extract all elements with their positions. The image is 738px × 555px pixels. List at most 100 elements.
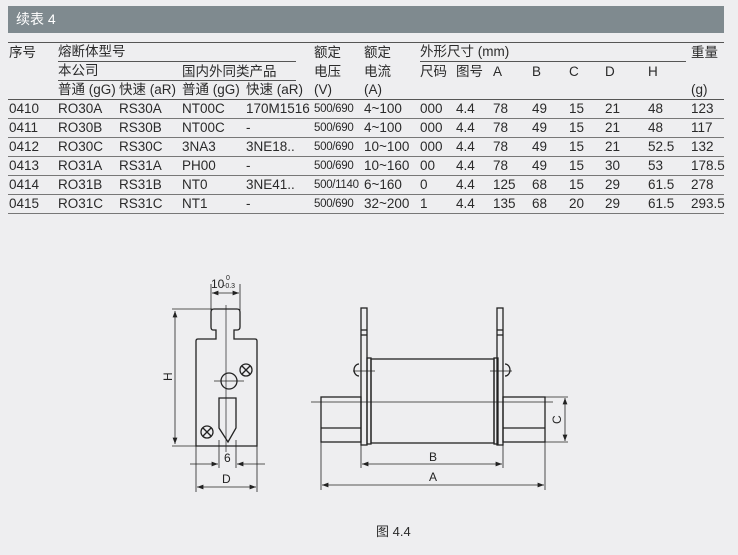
header-domestic: 国内外同类产品 [182,64,277,79]
screw-icon [239,363,253,377]
table-cell: 000 [419,118,455,138]
label-c: C [550,415,564,424]
header-weight: 重量 [691,45,719,60]
header-model: 熔断体型号 [57,43,313,62]
header-rated-current: 额定 [364,45,391,60]
table-cell: 125 [492,175,531,195]
table-cell: 52.5 [647,137,691,157]
header-current: 电流 [364,64,391,79]
label-b: B [429,450,437,464]
table-cell: 117 [690,118,725,138]
table-cell: 500/690 [313,156,363,176]
blank-cell [455,81,492,100]
label-a: A [429,470,437,484]
header-weight-unit: (g) [690,81,725,100]
table-cell: RS31B [118,175,181,195]
table-cell: 000 [419,137,455,157]
table-cell: 20 [568,194,604,214]
table-cell: 3NA3 [181,137,245,157]
table-cell: 4~100 [363,118,419,138]
table-cell: - [245,118,313,138]
blade-slot [218,397,237,444]
table-cell: 0411 [8,118,57,138]
table-cell: 61.5 [647,194,691,214]
header-company-normal: 普通 (gG) [57,81,118,100]
table-cell: PH00 [181,156,245,176]
header-a: A [493,64,503,79]
table-cell: RO31A [57,156,118,176]
table-cell: RO30B [57,118,118,138]
table-cell: 178.5 [690,156,725,176]
blank-cell [419,81,455,100]
table-cell: 10~100 [363,137,419,157]
table-cell: 6~160 [363,175,419,195]
table-cell: RS30A [118,99,181,119]
header-dims-label: 外形尺寸 (mm) [420,43,686,62]
table-cell: 32~200 [363,194,419,214]
header-seq: 序号 [9,45,36,60]
fuse-spec-table: 序号 熔断体型号 额定 额定 外形尺寸 (mm) 重量 本公司 国内外同类产品 … [8,42,725,214]
table-cell: RO30A [57,99,118,119]
table-cell: 500/1140 [313,175,363,195]
table-cell: RS30B [118,118,181,138]
front-view [172,284,265,492]
table-cell: 0 [419,175,455,195]
table-cell: 4.4 [455,99,492,119]
table-cell: 1 [419,194,455,214]
table-cell: 15 [568,175,604,195]
table-cell: 15 [568,99,604,119]
table-cell: 135 [492,194,531,214]
section-title: 续表 4 [16,11,56,27]
figure-caption: 图 4.4 [376,524,411,539]
header-size: 尺码 [420,64,447,79]
blank-cell [8,81,57,100]
table-cell: 3NE18.. [245,137,313,157]
table-cell: 29 [604,175,647,195]
header-voltage-unit: (V) [313,81,363,100]
fuse-body [370,358,495,444]
table-cell: RS30C [118,137,181,157]
table-cell: 500/690 [313,194,363,214]
table-cell: 21 [604,99,647,119]
header-domestic-fast: 快速 (aR) [245,81,313,100]
table-cell: 53 [647,156,691,176]
blank-cell [531,81,568,100]
tol-upper: 0 [226,275,230,282]
table-cell: RO30C [57,137,118,157]
table-cell: NT00C [181,118,245,138]
table-cell: 3NE41.. [245,175,313,195]
table-cell: 132 [690,137,725,157]
header-model-label: 熔断体型号 [58,43,296,62]
section-title-bar: 续表 4 [8,6,724,33]
table-cell: 48 [647,118,691,138]
header-voltage: 电压 [314,64,341,79]
blank-cell [604,81,647,100]
table-cell: 4.4 [455,118,492,138]
header-b: B [532,64,542,79]
table-cell: 278 [690,175,725,195]
table-cell: 0414 [8,175,57,195]
header-h: H [648,64,658,79]
header-fig: 图号 [456,64,483,79]
table-cell: 4~100 [363,99,419,119]
label-h: H [161,372,175,381]
table-cell: 49 [531,99,568,119]
screw-icon [200,425,214,439]
header-d: D [605,64,615,79]
blank-cell [492,81,531,100]
table-cell: 500/690 [313,118,363,138]
table-cell: 10~160 [363,156,419,176]
tol-main: 10 [211,277,225,291]
table-cell: 49 [531,156,568,176]
tol-lower: -0.3 [223,283,235,290]
screw-icon [353,363,360,377]
table-cell: RS31A [118,156,181,176]
table-cell: 68 [531,194,568,214]
header-company-label: 本公司 [58,62,296,81]
table-cell: NT1 [181,194,245,214]
